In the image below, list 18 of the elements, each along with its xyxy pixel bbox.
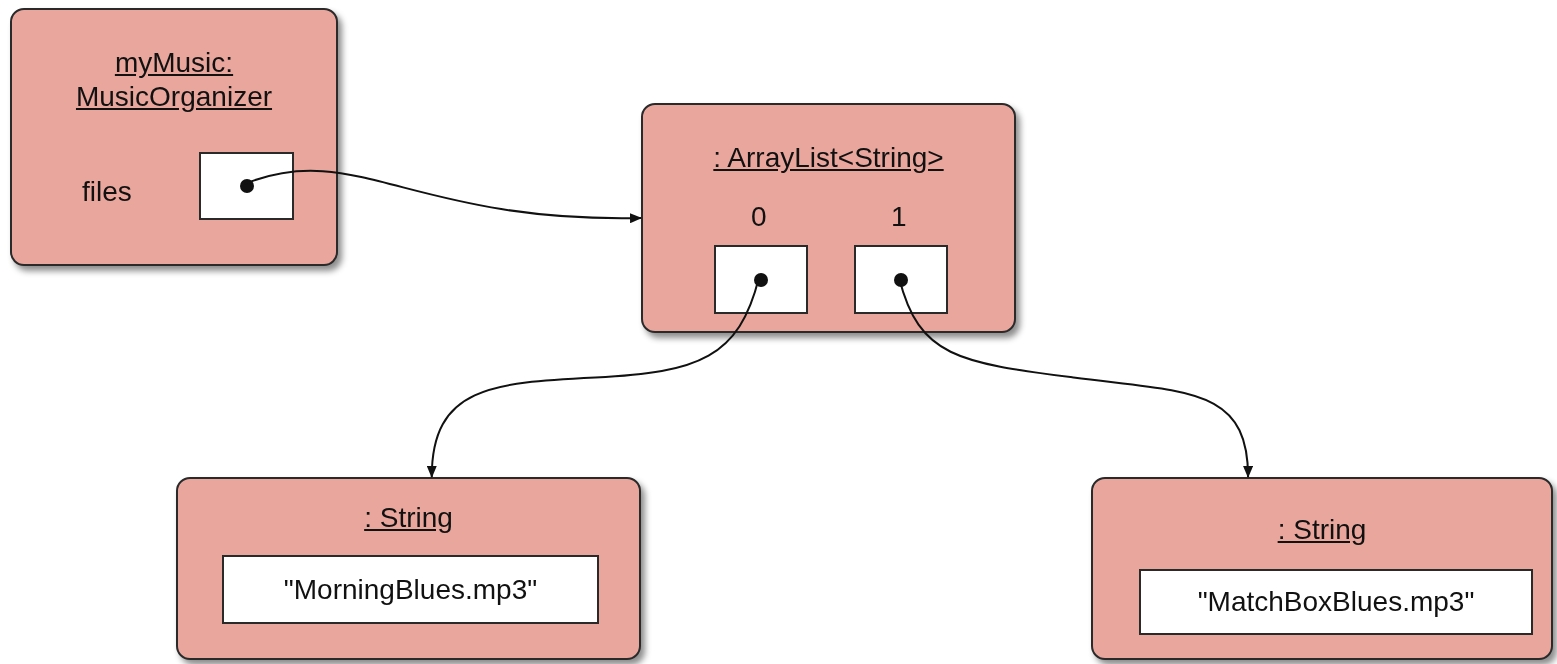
object-box <box>176 477 641 660</box>
object-title: : String <box>363 501 454 535</box>
field-label: 0 <box>751 201 767 233</box>
reference-field <box>199 152 294 220</box>
reference-field <box>854 245 948 314</box>
reference-field <box>714 245 808 314</box>
object-box <box>641 103 1016 333</box>
object-title: myMusic: MusicOrganizer <box>74 46 274 114</box>
string-value: "MatchBoxBlues.mp3" <box>1196 586 1476 618</box>
value-field <box>222 555 599 624</box>
value-field <box>1139 569 1533 635</box>
object-title: : String <box>1276 513 1368 547</box>
field-label: 1 <box>891 201 907 233</box>
object-box <box>1091 477 1553 660</box>
field-label: files <box>82 176 132 208</box>
object-title: : ArrayList<String> <box>712 141 945 175</box>
object-box <box>10 8 338 266</box>
string-value: "MorningBlues.mp3" <box>282 573 539 606</box>
